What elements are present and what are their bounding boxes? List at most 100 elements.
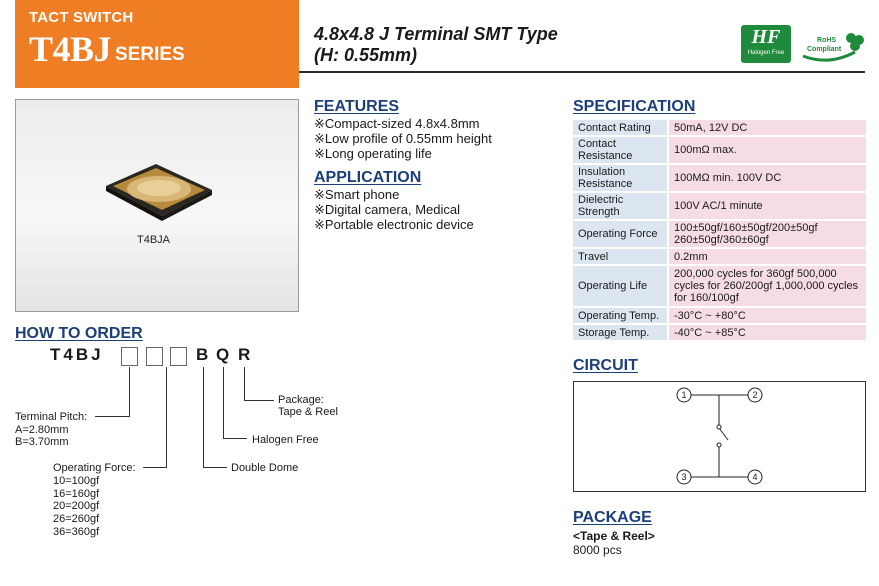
header-series: SERIES <box>115 44 185 65</box>
product-title-line2: (H: 0.55mm) <box>314 45 418 65</box>
order-code-b: B <box>196 345 209 364</box>
spec-key: Contact Rating <box>573 120 667 135</box>
order-force-option: 20=200gf <box>53 500 100 512</box>
order-code-prefix: T4BJ <box>50 345 104 364</box>
pin-2-icon <box>747 387 763 403</box>
spec-key: Operating Life <box>573 266 667 306</box>
leader-line <box>129 367 130 417</box>
application-list: ※Smart phone ※Digital camera, Medical ※P… <box>314 187 474 232</box>
product-title: 4.8x4.8 J Terminal SMT Type (H: 0.55mm) <box>314 24 558 66</box>
order-pitch-option: B=3.70mm <box>15 436 69 448</box>
package-type: <Tape & Reel> <box>573 529 655 543</box>
order-force-option: 16=160gf <box>53 488 100 500</box>
halogen-free-logo: HF Halogen Free <box>741 25 791 63</box>
circuit-schematic: 1 2 3 4 <box>676 387 763 485</box>
order-code-r: R <box>238 345 251 364</box>
list-item: ※Low profile of 0.55mm height <box>314 131 492 146</box>
rohs-line1: RoHS <box>817 37 836 44</box>
table-row: Operating Temp. -30°C ~ +80°C <box>573 308 866 323</box>
rohs-clover-icon: RoHS Compliant <box>802 33 864 62</box>
rohs-line2: Compliant <box>807 46 842 53</box>
pin-4-icon <box>747 469 763 485</box>
leader-line <box>166 367 167 468</box>
pin-2-label: 2 <box>752 390 757 400</box>
leader-line <box>203 367 204 468</box>
list-item: ※Compact-sized 4.8x4.8mm <box>314 116 480 131</box>
spec-key: Storage Temp. <box>573 325 667 340</box>
order-code-q: Q <box>216 345 230 364</box>
features-list: ※Compact-sized 4.8x4.8mm ※Low profile of… <box>314 116 492 161</box>
table-row: Operating Force 100±50gf/160±50gf/200±50… <box>573 221 866 247</box>
list-item: ※Smart phone <box>314 187 400 202</box>
table-row: Storage Temp. -40°C ~ +85°C <box>573 325 866 340</box>
spec-table: Contact Rating 50mA, 12V DC Contact Resi… <box>573 118 866 342</box>
order-code-box-force-1 <box>146 347 163 366</box>
switch-image <box>106 164 212 221</box>
leader-line <box>95 416 130 417</box>
table-row: Operating Life 200,000 cycles for 360gf … <box>573 266 866 306</box>
table-row: Travel 0.2mm <box>573 249 866 264</box>
spec-value: 0.2mm <box>667 249 866 264</box>
product-title-line1: 4.8x4.8 J Terminal SMT Type <box>314 24 558 44</box>
header-divider <box>299 71 865 73</box>
list-item: ※Digital camera, Medical <box>314 202 460 217</box>
spec-key: Travel <box>573 249 667 264</box>
rohs-logo: RoHS Compliant <box>799 26 867 64</box>
pin-1-icon <box>676 387 692 403</box>
order-code-box-force-2 <box>170 347 187 366</box>
spec-key: Operating Temp. <box>573 308 667 323</box>
spec-value: 100MΩ min. 100V DC <box>667 165 866 191</box>
order-force-option: 36=360gf <box>53 526 100 538</box>
list-item: ※Long operating life <box>314 146 432 161</box>
leader-line <box>223 438 247 439</box>
order-force-option: 10=100gf <box>53 475 100 487</box>
spec-value: -40°C ~ +85°C <box>667 325 866 340</box>
order-pitch-label: Terminal Pitch: <box>15 411 88 423</box>
circuit-diagram: 1 2 3 4 <box>573 381 866 492</box>
order-pitch-option: A=2.80mm <box>15 424 69 436</box>
order-code-box-pitch <box>121 347 138 366</box>
leader-line <box>244 400 274 401</box>
leader-line <box>244 367 245 401</box>
order-halogen-label: Halogen Free <box>252 434 319 446</box>
pin-3-icon <box>676 469 692 485</box>
spec-key: Contact Resistance <box>573 137 667 163</box>
spec-value: -30°C ~ +80°C <box>667 308 866 323</box>
leader-line <box>203 467 227 468</box>
application-title: APPLICATION <box>314 169 422 186</box>
package-qty: 8000 pcs <box>573 543 622 557</box>
package-title: PACKAGE <box>573 509 652 526</box>
spec-value: 100mΩ max. <box>667 137 866 163</box>
pin-1-label: 1 <box>681 390 686 400</box>
order-force-option: 26=260gf <box>53 513 100 525</box>
table-row: Insulation Resistance 100MΩ min. 100V DC <box>573 165 866 191</box>
halogen-free-logo-mark: HF <box>751 26 781 48</box>
spec-value: 50mA, 12V DC <box>667 120 866 135</box>
order-package-value: Tape & Reel <box>278 406 338 418</box>
header-banner: TACT SWITCH T4BJ SERIES <box>15 0 299 88</box>
features-title: FEATURES <box>314 98 400 115</box>
spec-key: Dielectric Strength <box>573 193 667 219</box>
pin-3-label: 3 <box>681 472 686 482</box>
spec-key: Insulation Resistance <box>573 165 667 191</box>
order-force-label: Operating Force: <box>53 462 136 474</box>
spec-value: 100V AC/1 minute <box>667 193 866 219</box>
specification-title: SPECIFICATION <box>573 98 696 115</box>
product-photo: T4BJA <box>15 99 299 312</box>
table-row: Contact Rating 50mA, 12V DC <box>573 120 866 135</box>
how-to-order-title: HOW TO ORDER <box>15 325 143 342</box>
table-row: Contact Resistance 100mΩ max. <box>573 137 866 163</box>
list-item: ※Portable electronic device <box>314 217 474 232</box>
halogen-free-logo-caption: Halogen Free <box>747 50 785 56</box>
pin-4-label: 4 <box>752 472 757 482</box>
table-row: Dielectric Strength 100V AC/1 minute <box>573 193 866 219</box>
header-model: T4BJ <box>29 29 112 69</box>
spec-value: 200,000 cycles for 360gf 500,000 cycles … <box>667 266 866 306</box>
spec-value: 100±50gf/160±50gf/200±50gf 260±50gf/360±… <box>667 221 866 247</box>
order-dome-label: Double Dome <box>231 462 299 474</box>
header-subtitle: TACT SWITCH <box>29 9 134 26</box>
leader-line <box>143 467 167 468</box>
circuit-title: CIRCUIT <box>573 357 638 374</box>
spec-key: Operating Force <box>573 221 667 247</box>
order-package-label: Package: <box>278 394 324 406</box>
